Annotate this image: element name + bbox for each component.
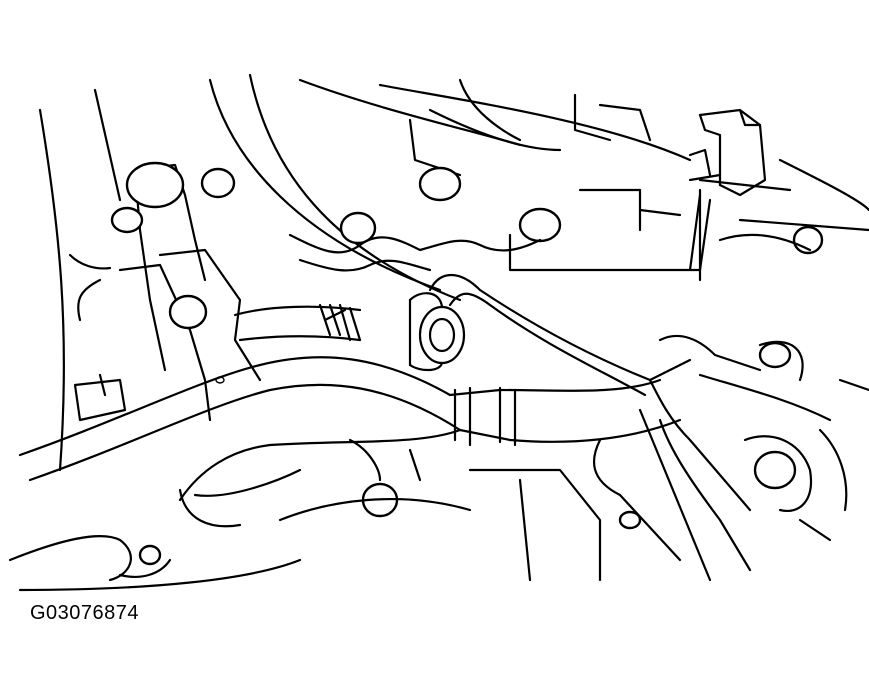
engine-line-drawing: [8, 73, 869, 592]
valve-body-cover: [288, 188, 702, 282]
electrical-connector: [688, 108, 812, 272]
oil-cooler-pipe: [18, 356, 682, 528]
hose-fitting: [408, 292, 466, 372]
lower-housing: [8, 438, 602, 592]
hose-clamp: [233, 303, 362, 342]
bolt-heads: [110, 161, 824, 566]
breather-hose: [428, 274, 692, 397]
figure-id-label: G03076874: [30, 602, 140, 624]
transmission-housing: [38, 73, 869, 472]
return-hose: [592, 335, 869, 582]
